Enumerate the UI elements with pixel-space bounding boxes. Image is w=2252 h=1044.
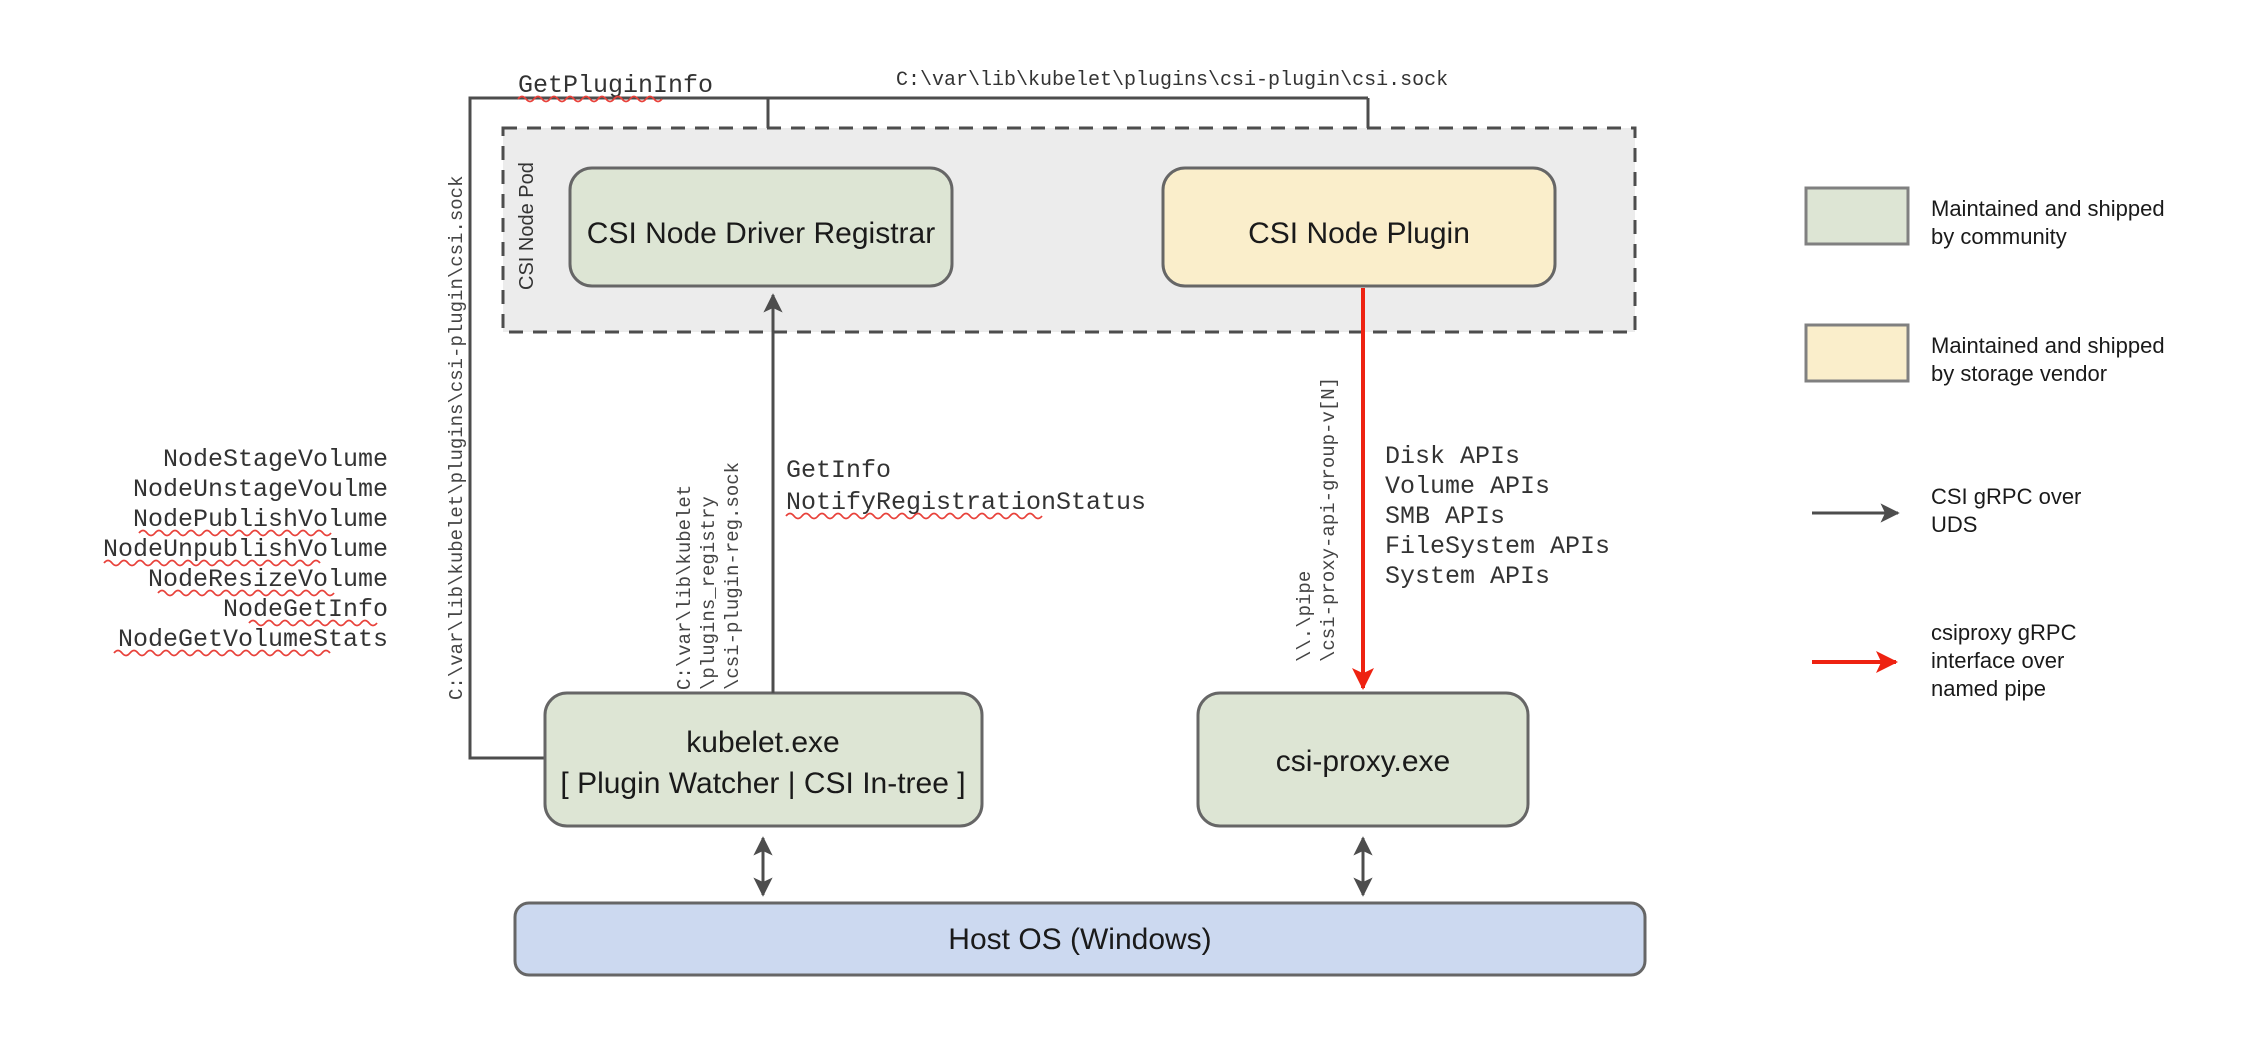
- kubelet-exe-label-line2: [ Plugin Watcher | CSI In-tree ]: [560, 767, 965, 800]
- named-pipe-vertical-line-1: \\.\pipe: [1294, 571, 1316, 662]
- legend-grpc-uds-line-2: UDS: [1931, 512, 1977, 537]
- node-api-call-6: NodeGetVolumeStats: [118, 625, 388, 654]
- legend-swatch-vendor: [1804, 323, 1910, 383]
- legend-grpc-uds-line-1: CSI gRPC over: [1931, 484, 2081, 509]
- proxy-api-4: System APIs: [1385, 562, 1550, 591]
- node-get-info-spellcheck-underline: [248, 619, 378, 627]
- get-plugin-info-spellcheck-underline: [517, 95, 663, 103]
- host-os-label: Host OS (Windows): [948, 923, 1211, 956]
- legend-community-line-1: Maintained and shipped: [1931, 196, 2165, 221]
- node-publish-volume-spellcheck-underline: [138, 529, 332, 537]
- kubelet-exe-box[interactable]: [543, 691, 984, 828]
- node-api-call-0: NodeStageVolume: [163, 445, 388, 474]
- get-plugin-info-route: [468, 96, 1368, 760]
- csi-sock-vertical-label: C:\var\lib\kubelet\plugins\csi-plugin\cs…: [446, 176, 468, 701]
- get-plugin-info-label: GetPluginInfo: [518, 71, 713, 100]
- named-pipe-vertical-line-2: \csi-proxy-api-group-v[N]: [1318, 377, 1340, 662]
- proxy-api-0: Disk APIs: [1385, 442, 1520, 471]
- csi-node-plugin-box[interactable]: [1161, 166, 1557, 288]
- csi-node-pod-label: CSI Node Pod: [516, 162, 538, 290]
- node-get-volume-stats-spellcheck-underline: [113, 649, 331, 657]
- kubelet-exe-label-line1: kubelet.exe: [686, 726, 839, 759]
- proxy-api-3: FileSystem APIs: [1385, 532, 1610, 561]
- registration-call-1: NotifyRegistrationStatus: [786, 488, 1146, 517]
- node-api-call-5: NodeGetInfo: [223, 595, 388, 624]
- csi-proxy-exe-label: csi-proxy.exe: [1276, 745, 1451, 778]
- legend-vendor-line-2: by storage vendor: [1931, 361, 2107, 386]
- csi-node-driver-registrar-label: CSI Node Driver Registrar: [587, 217, 935, 250]
- proxy-api-2: SMB APIs: [1385, 502, 1505, 531]
- proxy-api-1: Volume APIs: [1385, 472, 1550, 501]
- csi-node-plugin-label: CSI Node Plugin: [1248, 217, 1470, 250]
- csi-sock-path-label: C:\var\lib\kubelet\plugins\csi-plugin\cs…: [896, 69, 1448, 92]
- legend-csiproxy-line-1: csiproxy gRPC: [1931, 620, 2077, 645]
- reg-sock-vertical-line-1: C:\var\lib\kubelet: [674, 485, 696, 690]
- legend-csiproxy-line-3: named pipe: [1931, 676, 2046, 701]
- node-api-call-1: NodeUnstageVoulme: [133, 475, 388, 504]
- csi-proxy-exe-box[interactable]: [1196, 691, 1530, 828]
- reg-sock-vertical-line-3: \csi-plugin-reg.sock: [722, 462, 744, 690]
- legend-community-line-2: by community: [1931, 224, 2067, 249]
- legend-csiproxy-line-2: interface over: [1931, 648, 2064, 673]
- csi-node-driver-registrar-box[interactable]: [568, 166, 954, 288]
- host-os-box[interactable]: [513, 901, 1647, 977]
- reg-sock-vertical-line-2: \plugins_registry: [698, 496, 720, 690]
- legend-vendor-line-1: Maintained and shipped: [1931, 333, 2165, 358]
- notify-registration-status-spellcheck-underline: [785, 512, 1043, 520]
- node-api-call-3: NodeUnpublishVolume: [103, 535, 388, 564]
- node-unpublish-volume-spellcheck-underline: [103, 559, 321, 567]
- node-resize-volume-spellcheck-underline: [157, 589, 335, 597]
- node-api-call-2: NodePublishVolume: [133, 505, 388, 534]
- node-api-call-4: NodeResizeVolume: [148, 565, 388, 594]
- legend-swatch-community: [1804, 186, 1910, 246]
- registration-call-0: GetInfo: [786, 456, 891, 485]
